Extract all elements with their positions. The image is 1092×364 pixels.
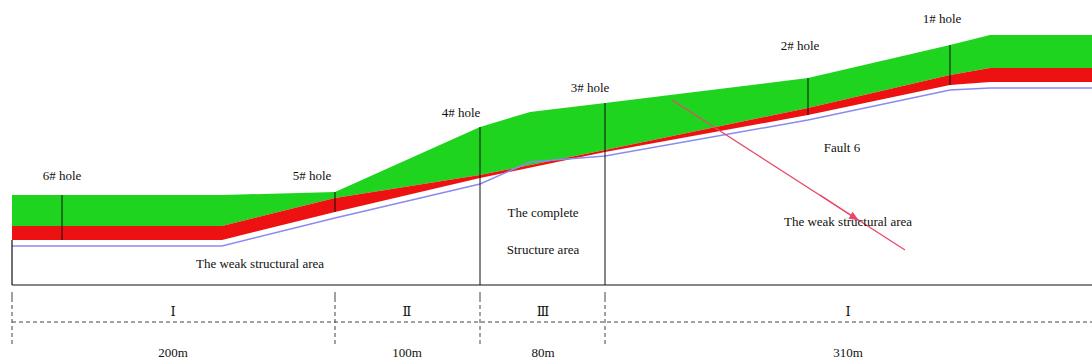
fault-label: Fault 6 — [824, 140, 860, 156]
hole-lines — [62, 45, 950, 285]
hole-label: 2# hole — [781, 38, 820, 54]
area-label: The weak structural area — [784, 214, 912, 230]
hole-label: 6# hole — [43, 168, 82, 184]
floor-line — [12, 88, 1092, 246]
hole-label: 3# hole — [571, 80, 610, 96]
zone-number: Ⅰ — [170, 304, 175, 320]
dimension-label: 100m — [392, 345, 422, 361]
rock-layer — [12, 35, 1092, 226]
dimension-lines — [12, 292, 1092, 345]
hole-label: 5# hole — [293, 168, 332, 184]
dimension-label: 80m — [531, 345, 554, 361]
hole-label: 4# hole — [442, 105, 481, 121]
dimension-label: 310m — [833, 345, 863, 361]
dimension-label: 200m — [158, 345, 188, 361]
zone-number: Ⅲ — [537, 304, 550, 320]
area-label: The complete Structure area — [497, 194, 589, 268]
hole-label: 1# hole — [923, 11, 962, 27]
zone-number: Ⅱ — [403, 304, 412, 320]
area-label: The weak structural area — [196, 256, 324, 272]
zone-number: Ⅰ — [845, 304, 850, 320]
